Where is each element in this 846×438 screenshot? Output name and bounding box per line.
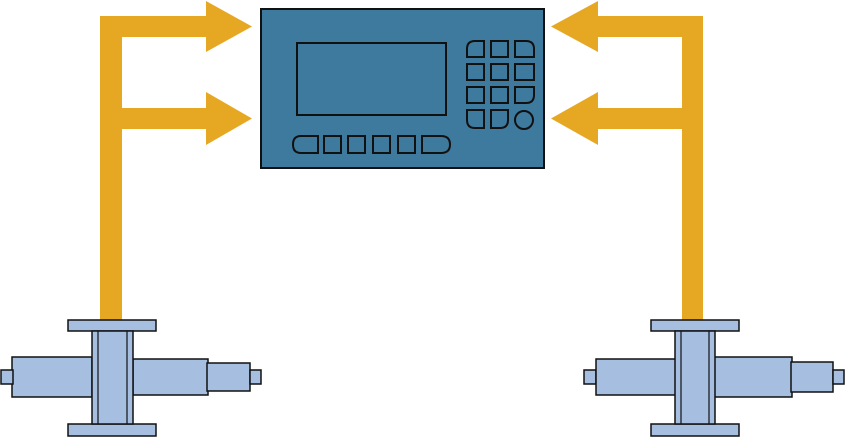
right-flow-valve-icon	[583, 319, 845, 437]
keypad-key-9	[514, 86, 535, 104]
controller-softkeys	[291, 135, 452, 154]
right-valve-bottom-flange	[650, 423, 740, 437]
flow-computer-icon	[260, 8, 545, 169]
right-valve-left-cap	[583, 369, 597, 385]
right-valve-left-pipe	[595, 358, 677, 396]
left-signal-group	[100, 1, 252, 320]
keypad-key-8	[490, 86, 509, 104]
keypad-key-2	[490, 40, 509, 58]
keypad-key-11	[490, 109, 509, 129]
right-valve-right-pipe	[713, 356, 793, 398]
right-vertical-line	[682, 16, 703, 320]
left-valve-left-cap	[0, 369, 14, 385]
controller-keypad	[466, 40, 535, 130]
softkey-1	[291, 135, 319, 154]
right-valve-right-extension	[790, 361, 834, 393]
left-flow-valve-icon	[0, 319, 262, 437]
softkey-2	[323, 135, 342, 154]
softkey-3	[347, 135, 366, 154]
left-valve-top-flange	[67, 319, 157, 332]
right-valve-top-flange	[650, 319, 740, 332]
keypad-key-1	[466, 40, 485, 58]
controller-body	[260, 8, 545, 169]
left-valve-left-pipe	[11, 356, 93, 398]
right-mid-arrowhead	[551, 92, 598, 145]
right-top-horizontal-line	[594, 16, 703, 37]
right-signal-group	[551, 1, 703, 320]
controller-display-screen	[296, 42, 447, 116]
left-top-arrowhead	[206, 1, 252, 52]
softkey-4	[372, 135, 391, 154]
softkey-5	[397, 135, 416, 154]
keypad-key-7	[466, 86, 485, 104]
keypad-round-button	[514, 110, 534, 130]
keypad-key-10	[466, 109, 485, 129]
left-mid-horizontal-line	[100, 108, 210, 129]
softkey-6	[421, 135, 452, 154]
left-valve-bottom-flange	[67, 423, 157, 437]
keypad-key-6	[514, 63, 535, 81]
keypad-key-5	[490, 63, 509, 81]
right-top-arrowhead	[551, 1, 598, 52]
right-valve-body	[674, 330, 716, 425]
keypad-key-3	[514, 40, 535, 58]
keypad-key-4	[466, 63, 485, 81]
left-mid-arrowhead	[206, 92, 252, 145]
right-mid-horizontal-line	[594, 108, 703, 129]
left-valve-right-extension	[206, 362, 251, 392]
right-valve-right-cap	[832, 369, 845, 385]
left-valve-right-pipe	[132, 358, 209, 396]
left-valve-body	[91, 330, 134, 425]
left-top-horizontal-line	[100, 16, 210, 37]
left-valve-right-cap	[249, 369, 262, 385]
left-vertical-line	[100, 16, 122, 320]
